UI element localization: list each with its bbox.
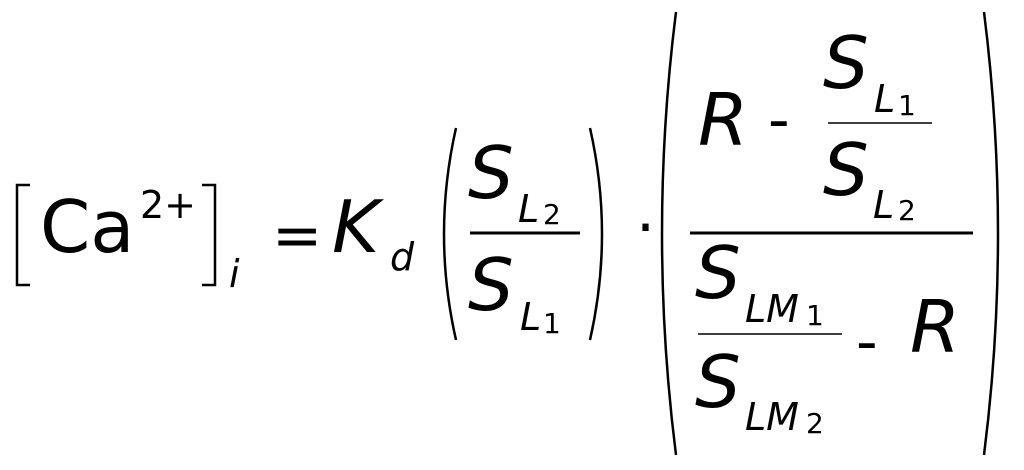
minus-sign: -	[768, 85, 790, 155]
ratio1-num-sub: L	[518, 187, 539, 231]
right-bracket	[202, 183, 217, 287]
species: Ca	[40, 185, 134, 269]
ratio1-den-subnum: 1	[543, 307, 561, 340]
r-symbol: R	[698, 78, 748, 162]
dot-operator: ·	[636, 193, 655, 263]
r-symbol-lower: R	[910, 285, 960, 369]
left-paren	[442, 127, 458, 341]
ratio1-den-sub: L	[520, 295, 541, 339]
lm1-sub: LM	[745, 287, 799, 331]
big-left-paren	[660, 11, 678, 456]
equals-sign: =	[272, 201, 322, 271]
minus-sign-lower: -	[856, 307, 878, 377]
lhs-subscript: i	[229, 252, 240, 296]
inner-num-sub: L	[874, 77, 895, 121]
kd-symbol: K	[332, 185, 384, 269]
lm1-s: S	[695, 231, 741, 315]
lm1-subnum: 1	[806, 299, 824, 332]
inner-den-subnum: 2	[898, 194, 916, 227]
ratio1-den-s: S	[468, 243, 514, 327]
ratio1-num-subnum: 2	[543, 198, 561, 231]
inner-den-s: S	[823, 128, 869, 212]
inner-den-sub: L	[873, 183, 894, 227]
inner-num-s: S	[823, 21, 869, 105]
lm2-s: S	[695, 340, 741, 424]
left-bracket	[15, 183, 30, 287]
inner-num-subnum: 1	[898, 89, 916, 122]
kd-subscript: d	[390, 235, 415, 279]
lm2-sub: LM	[745, 395, 799, 439]
charge: 2+	[140, 183, 196, 227]
big-right-paren	[982, 11, 1000, 456]
right-paren	[588, 127, 604, 341]
lm2-subnum: 2	[806, 407, 824, 440]
ratio1-num-s: S	[468, 131, 514, 215]
